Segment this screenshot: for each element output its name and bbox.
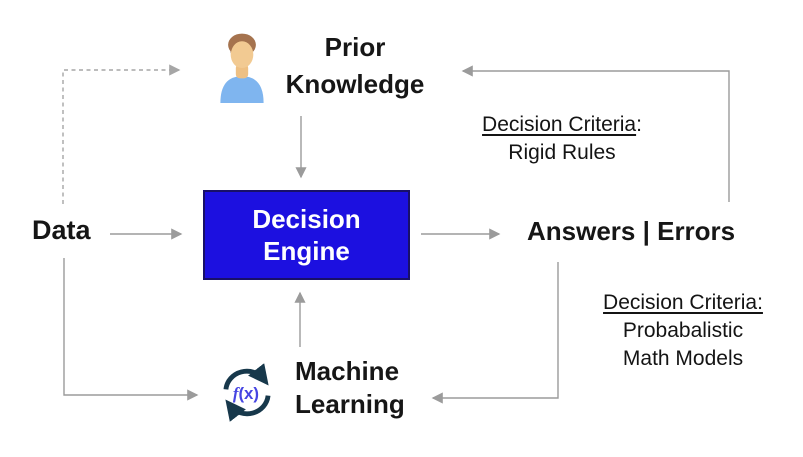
person-icon: [217, 31, 267, 103]
fx-label: f(x): [233, 384, 259, 403]
decision-engine-line2: Engine: [263, 236, 350, 266]
criteria-models-heading: Decision Criteria:: [603, 291, 763, 314]
criteria-rules-heading: Decision Criteria: [482, 113, 637, 136]
node-machine-learning: Machine Learning: [295, 355, 405, 421]
machine-learning-line1: Machine: [295, 356, 400, 386]
prior-knowledge-line1: Prior: [324, 32, 386, 62]
person-face: [230, 41, 254, 69]
machine-learning-line2: Learning: [295, 389, 405, 419]
criteria-rules-body: Rigid Rules: [508, 141, 616, 164]
fx-label-f: f: [233, 384, 240, 403]
arrow-data-to-prior-dashed: [62, 64, 181, 204]
criteria-models-body-line1: Probabalistic: [622, 319, 744, 342]
arrow-answers-to-ml: [431, 262, 559, 404]
fx-cycle-icon: f(x): [219, 363, 275, 422]
node-data: Data: [32, 215, 91, 245]
annotation-criteria-rigid-rules: Decision Criteria: Rigid Rules: [455, 111, 669, 167]
person-shirt: [220, 76, 264, 103]
fx-arc-bottom: [225, 395, 271, 422]
arrow-data-to-ml: [63, 258, 199, 401]
fx-arc-top: [223, 363, 269, 390]
node-decision-engine: Decision Engine: [203, 190, 410, 280]
node-answers-errors: Answers | Errors: [527, 216, 736, 246]
person-fringe: [230, 35, 256, 54]
decision-engine-line1: Decision: [252, 204, 361, 234]
prior-knowledge-line2: Knowledge: [285, 69, 425, 99]
criteria-rules-colon: :: [636, 113, 642, 136]
node-prior-knowledge: Prior Knowledge: [266, 29, 444, 103]
fx-label-rest: (x): [238, 384, 259, 403]
arrow-answers-to-prior: [461, 65, 730, 202]
annotation-criteria-math-models: Decision Criteria: Probabalistic Math Mo…: [580, 289, 786, 373]
criteria-models-body-line2: Math Models: [622, 347, 744, 370]
criteria-rules-heading-line: Decision Criteria:: [455, 111, 669, 139]
